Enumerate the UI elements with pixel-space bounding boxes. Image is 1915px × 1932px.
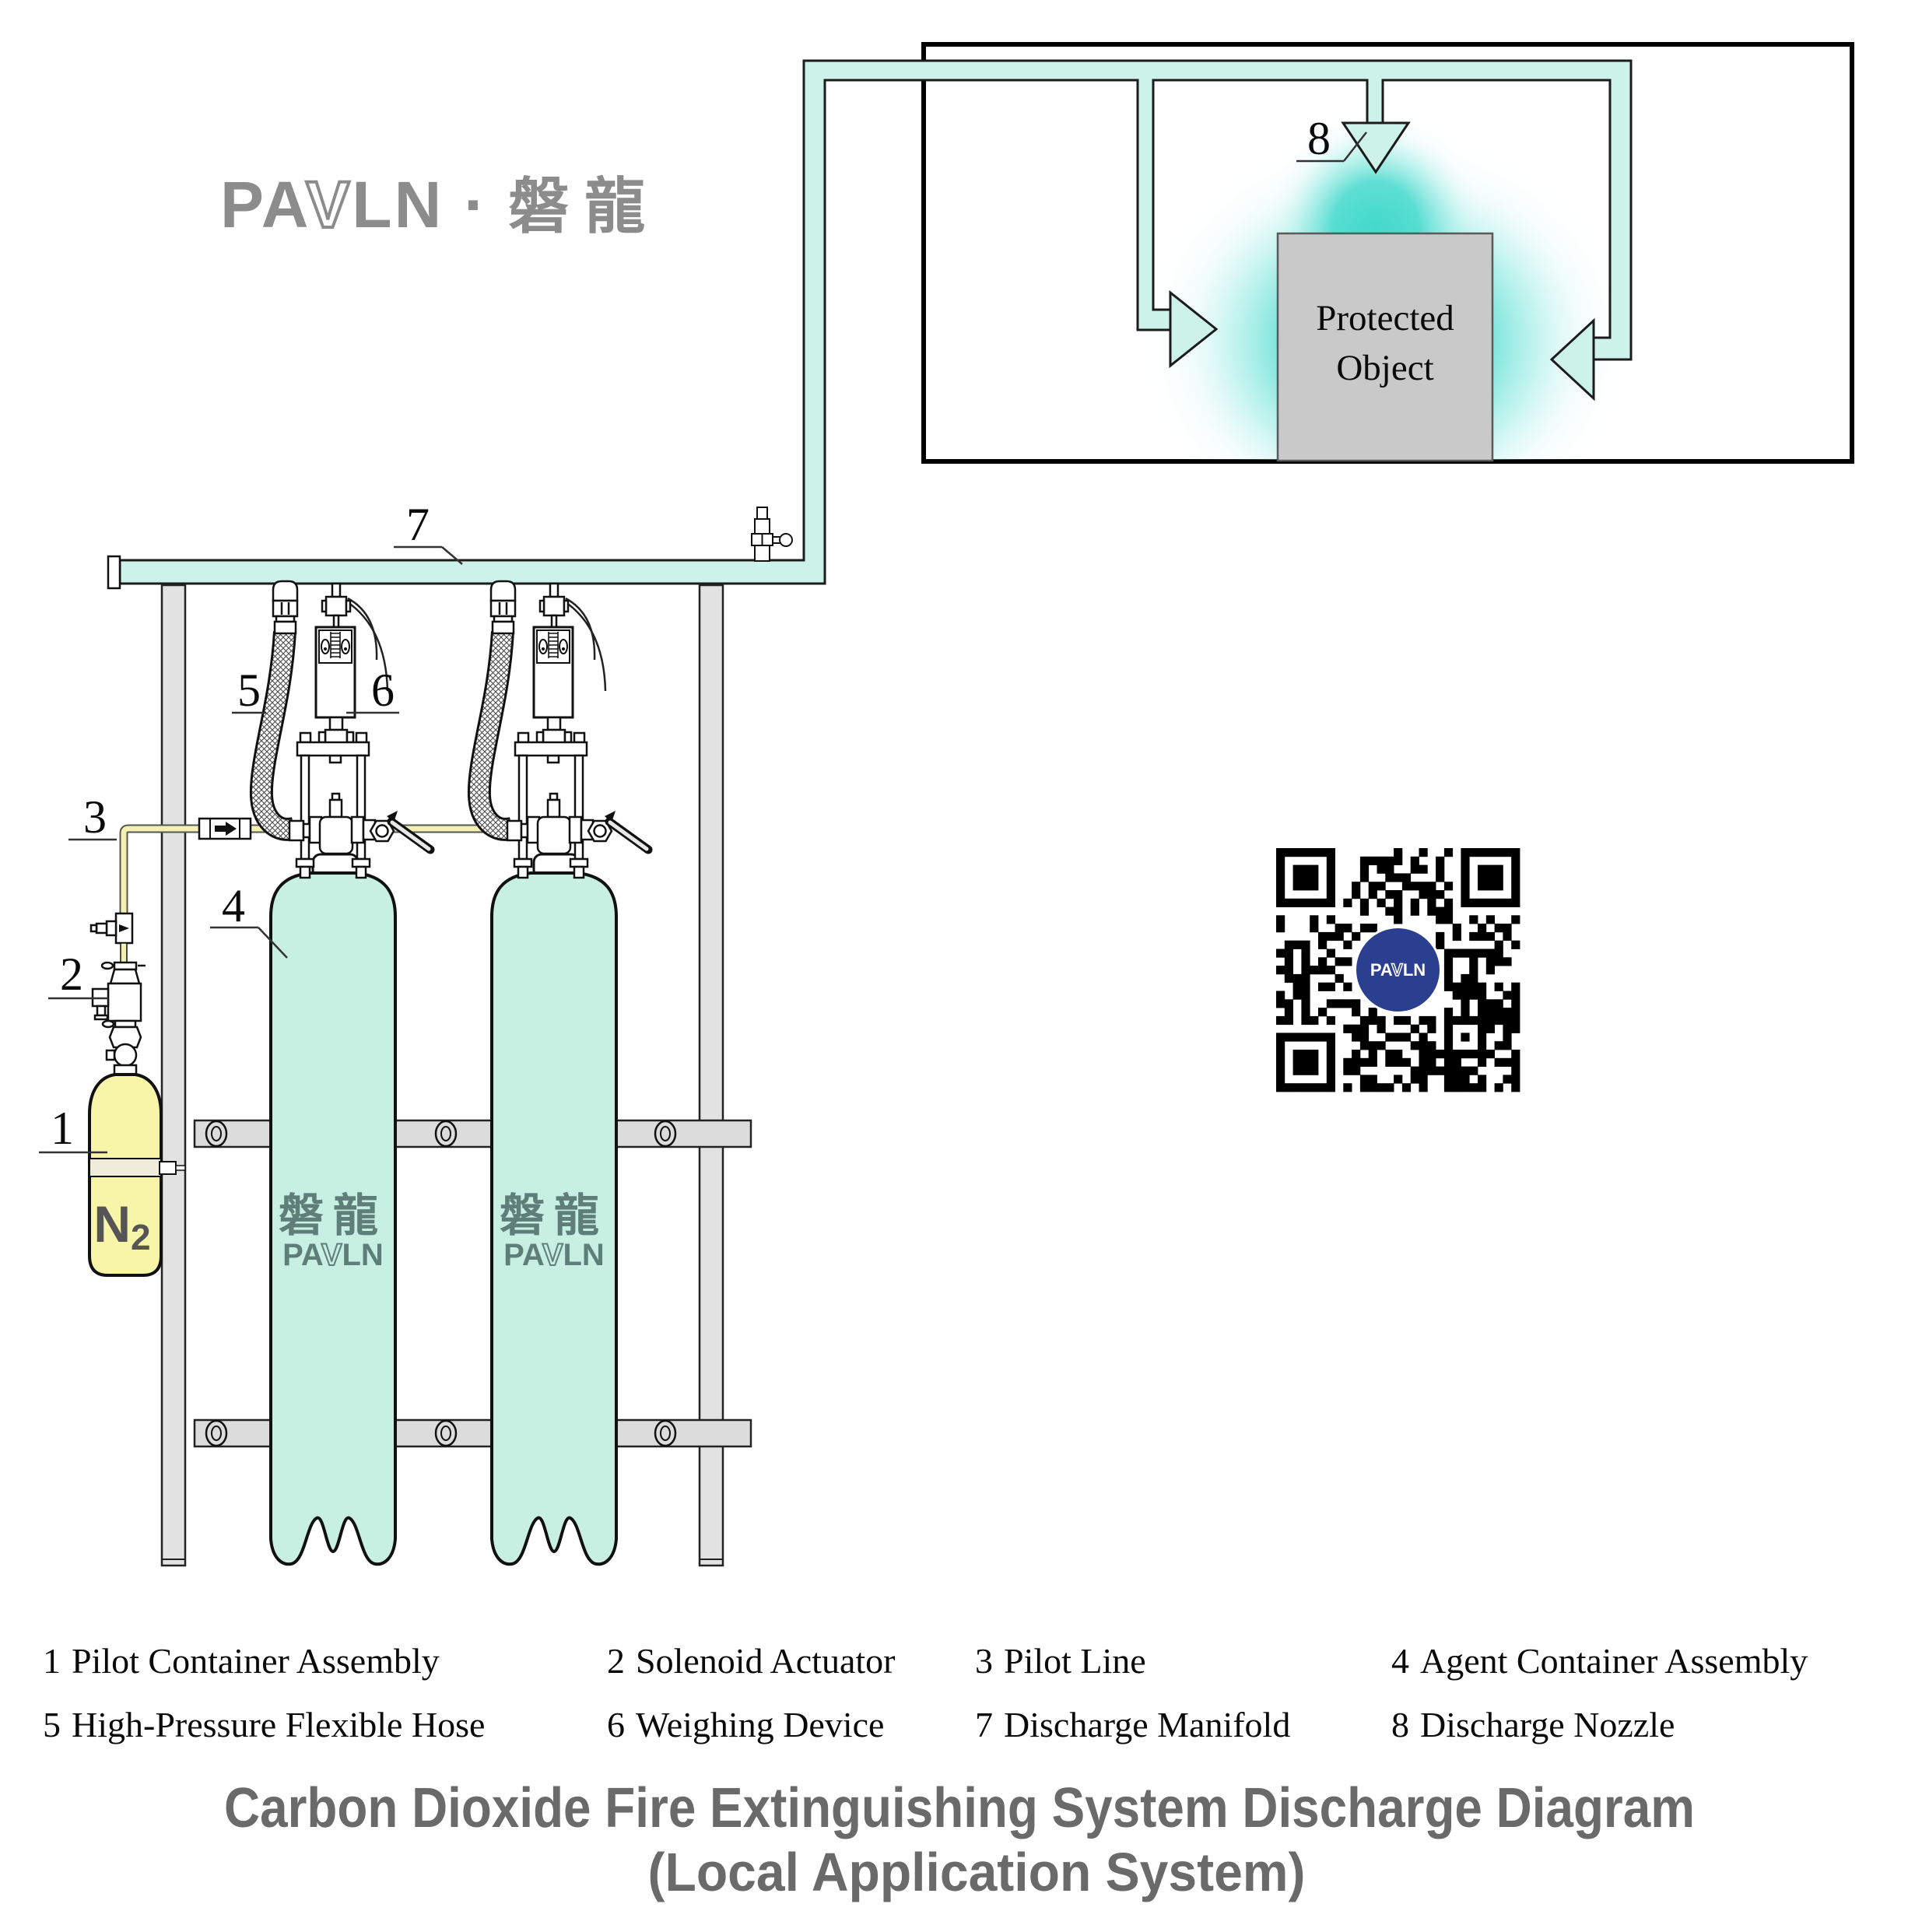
cylinder-brand-cjk: 磐龍 (500, 1190, 609, 1241)
qr-logo-badge (1354, 926, 1442, 1014)
callout-4: 4 (222, 880, 245, 931)
qr-logo-label: PAVLN (1370, 960, 1426, 980)
manifold-end-cap (107, 555, 121, 590)
discharge-nozzle-left (1169, 289, 1219, 369)
diagram-title-line2: (Local Application System) (648, 1842, 1306, 1902)
protected-object: Protected Object (1276, 232, 1494, 462)
callout-5: 5 (237, 664, 261, 716)
protected-object-line1: Protected (1316, 298, 1454, 338)
cylinder-brand-latin: PAVLN (503, 1238, 605, 1272)
pilot-check-valve (198, 817, 252, 840)
agent-cylinder-1: 磐龍 PAVLN (269, 853, 397, 1566)
pilot-bottle-band-fitting (159, 1161, 177, 1175)
protected-object-line2: Object (1336, 348, 1433, 388)
rack-rail-right (698, 584, 724, 1567)
brand-logo: PAVLN·磐龍 (220, 168, 661, 241)
callout-1: 1 (51, 1103, 74, 1154)
discharge-nozzle-center (1341, 121, 1411, 174)
callout-6: 6 (371, 664, 395, 716)
cylinder-head-assembly-1 (261, 581, 430, 878)
callouts: 1 2 3 4 5 6 7 8 (39, 113, 1367, 1154)
pilot-container-assembly: N2 (88, 912, 186, 1277)
manifold-relief-valve (751, 507, 793, 562)
pilot-bottle-band (89, 1158, 162, 1177)
pilot-gas-label: N2 (93, 1195, 150, 1257)
rack-rails (160, 584, 724, 1567)
callout-8: 8 (1307, 113, 1331, 164)
callout-leader-lines (39, 131, 1367, 1154)
diagram-title-line1: Carbon Dioxide Fire Extinguishing System… (224, 1777, 1695, 1839)
callout-3: 3 (83, 791, 107, 843)
flow-arrow-icon (226, 822, 237, 836)
cylinder-head-assembly-2 (479, 581, 648, 878)
solenoid-actuator (107, 982, 142, 1022)
agent-cylinder-2: 磐龍 PAVLN (490, 853, 618, 1566)
pilot-line (119, 824, 504, 913)
discharge-nozzle-right (1549, 317, 1595, 401)
callout-7: 7 (406, 499, 430, 550)
cylinder-brand-cjk: 磐龍 (279, 1190, 388, 1241)
cylinder-brand-latin: PAVLN (282, 1238, 384, 1272)
solenoid-actuator-stack (89, 912, 146, 1076)
qr-code: PAVLN (1276, 848, 1520, 1092)
callout-2: 2 (60, 948, 83, 1000)
rack-rail-left (160, 584, 187, 1567)
